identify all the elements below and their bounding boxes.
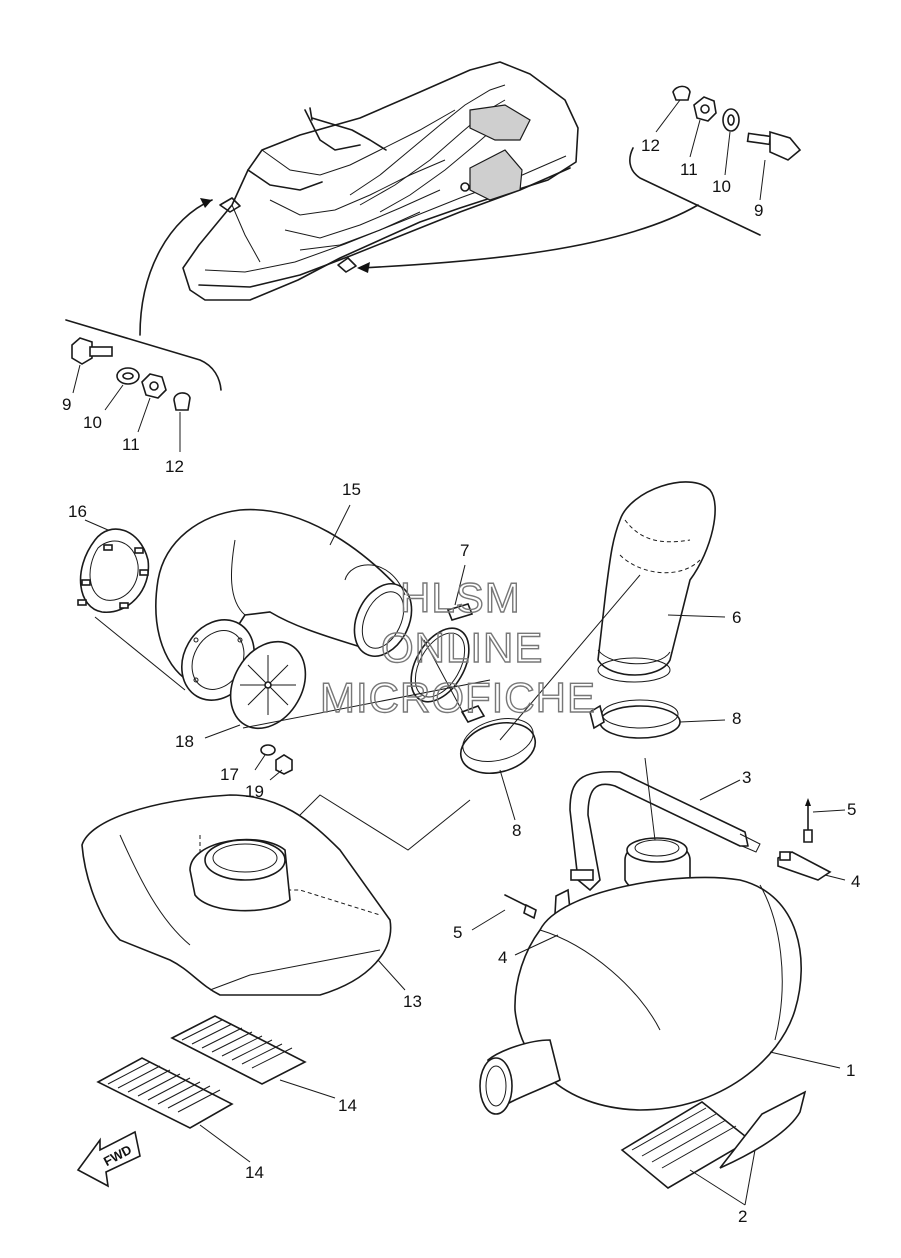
clip-part-12-left xyxy=(173,392,191,411)
callout-8-right: 8 xyxy=(732,709,741,728)
left-fastener-group xyxy=(65,319,222,452)
mat-part-14-upper xyxy=(170,1015,307,1085)
callout-6: 6 xyxy=(732,608,741,627)
callout-11-top: 11 xyxy=(680,160,698,179)
washer-part-10 xyxy=(722,108,740,132)
washer-part-17 xyxy=(260,744,276,756)
callout-7: 7 xyxy=(460,541,469,560)
washer-part-10-left xyxy=(116,367,140,385)
callout-13: 13 xyxy=(403,992,422,1011)
callout-19: 19 xyxy=(245,782,264,801)
callout-numbers: 12 11 10 9 9 10 11 12 15 16 7 6 8 18 17 … xyxy=(62,136,860,1226)
callout-9-left: 9 xyxy=(62,395,71,414)
bolt-part-9 xyxy=(746,130,802,161)
exhaust-hose-part-6 xyxy=(597,481,716,683)
bracket-part-4-right xyxy=(777,851,832,881)
mat-part-14-lower xyxy=(96,1057,234,1129)
gasket-part-16 xyxy=(77,528,150,613)
clamp-part-8-right xyxy=(589,699,681,739)
callout-14-upper: 14 xyxy=(338,1096,357,1115)
mat-part-2 xyxy=(620,1090,807,1189)
forward-direction-arrow: FWD xyxy=(76,1130,141,1188)
clamp-part-8-center xyxy=(459,705,537,774)
callout-4-right: 4 xyxy=(851,872,860,891)
callout-16: 16 xyxy=(68,502,87,521)
leader-lines xyxy=(84,504,846,1206)
nut-part-19 xyxy=(275,754,293,775)
callout-1: 1 xyxy=(846,1061,855,1080)
callout-3: 3 xyxy=(742,768,751,787)
top-right-fastener-group xyxy=(629,85,802,236)
callout-14-lower: 14 xyxy=(245,1163,264,1182)
shaded-parts-area xyxy=(469,104,531,201)
callout-17: 17 xyxy=(220,765,239,784)
bolt-part-9-left xyxy=(71,337,113,365)
callout-2: 2 xyxy=(738,1207,747,1226)
pointer-arrows xyxy=(139,198,699,336)
clip-part-12 xyxy=(672,85,691,101)
watermark-line-3: MICROFICHE xyxy=(320,674,596,721)
callout-4-center: 4 xyxy=(498,948,507,967)
callout-5-right: 5 xyxy=(847,800,856,819)
callout-15: 15 xyxy=(342,480,361,499)
watermark-line-2: ONLINE xyxy=(381,624,543,671)
callout-8-center: 8 xyxy=(512,821,521,840)
watercraft-illustration xyxy=(182,61,579,301)
baffle-plate xyxy=(229,640,307,730)
strap-part-3 xyxy=(569,770,761,891)
rivet-part-5-center xyxy=(504,894,537,920)
hose-clamp-part-7 xyxy=(410,603,474,703)
watermark-line-1: HLSM xyxy=(400,574,521,621)
watermark: HLSM ONLINE MICROFICHE xyxy=(319,573,596,721)
callout-11-left: 11 xyxy=(122,435,140,454)
callout-18: 18 xyxy=(175,732,194,751)
nut-part-11-left xyxy=(141,373,167,399)
nut-part-11 xyxy=(693,96,717,122)
rivet-part-5-right xyxy=(803,798,813,843)
callout-12-top: 12 xyxy=(641,136,660,155)
water-lock-part-13 xyxy=(81,794,392,996)
callout-10-left: 10 xyxy=(83,413,102,432)
callout-5-center: 5 xyxy=(453,923,462,942)
callout-10-top: 10 xyxy=(712,177,731,196)
muffler-part-1 xyxy=(479,837,802,1115)
callout-12-left: 12 xyxy=(165,457,184,476)
callout-9-top: 9 xyxy=(754,201,763,220)
